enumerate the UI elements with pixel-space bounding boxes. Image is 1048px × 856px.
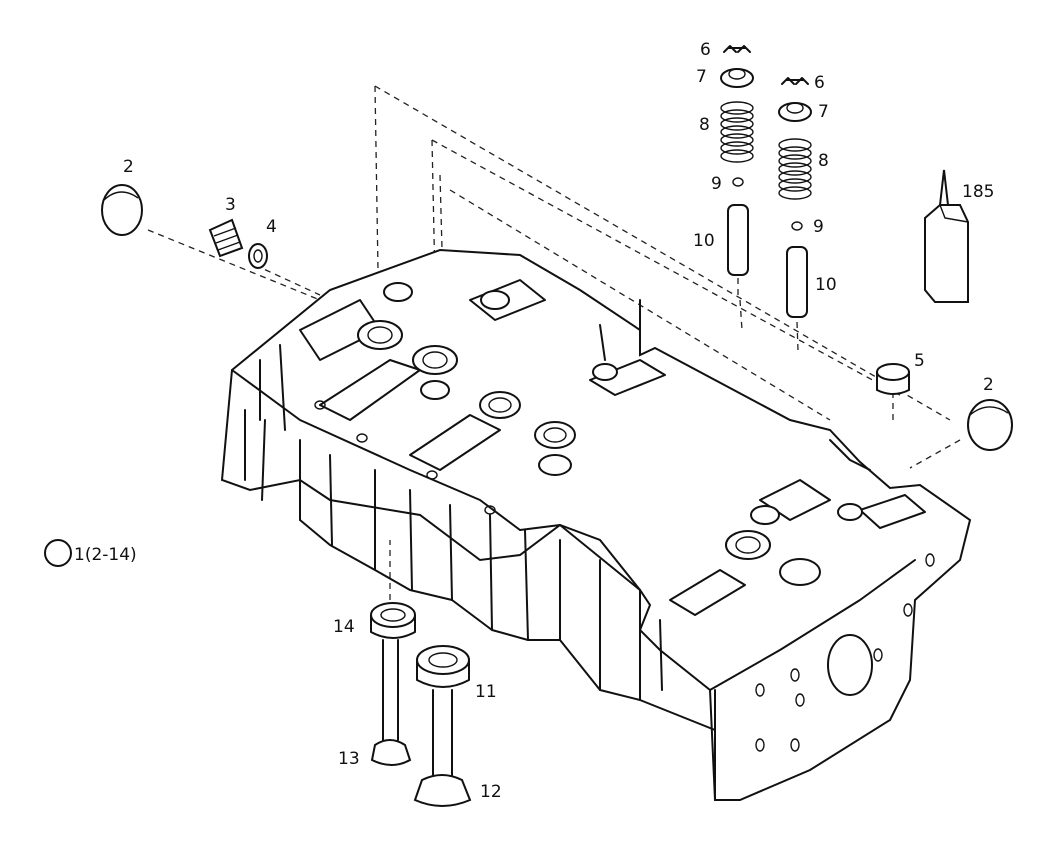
callout-2-right: 2: [983, 375, 994, 395]
part-4-washer: [248, 243, 268, 269]
part-185-tool: [924, 169, 969, 303]
callout-11: 11: [475, 682, 497, 702]
callout-4: 4: [266, 217, 277, 237]
callout-12: 12: [480, 782, 502, 802]
part-2-plug-left: [101, 184, 143, 236]
valve-stack-a: [720, 45, 754, 296]
head-bores: [314, 282, 935, 752]
callout-7-b: 7: [818, 102, 829, 122]
cylinder-head: [220, 248, 972, 801]
valve-13: [370, 639, 412, 766]
part-5-cap: [876, 363, 910, 395]
valve-12: [413, 689, 472, 807]
callout-7-a: 7: [696, 67, 707, 87]
callout-labels: 2 2 3 4 5 6 6 7 7 8 8 9 9 10 10 11 12 13…: [74, 40, 994, 802]
part-3-fitting: [208, 218, 244, 258]
callout-3: 3: [225, 195, 236, 215]
callout-5: 5: [914, 351, 925, 371]
callout-9-b: 9: [813, 217, 824, 237]
callout-6-b: 6: [814, 73, 825, 93]
assembly-label: 1(2-14): [74, 545, 137, 565]
callout-14: 14: [333, 617, 355, 637]
callout-13: 13: [338, 749, 360, 769]
assembly-circle-marker: [44, 539, 72, 567]
valve-stack-b: [778, 77, 812, 318]
callout-8-a: 8: [699, 115, 710, 135]
callout-2-left: 2: [123, 157, 134, 177]
valve-insert-14: [370, 602, 416, 639]
callout-8-b: 8: [818, 151, 829, 171]
callout-10-a: 10: [693, 231, 715, 251]
callout-10-b: 10: [815, 275, 837, 295]
part-2-plug-right: [967, 399, 1013, 451]
valve-insert-11: [416, 645, 470, 688]
callout-9-a: 9: [711, 174, 722, 194]
callout-185: 185: [962, 182, 994, 202]
callout-6-a: 6: [700, 40, 711, 60]
